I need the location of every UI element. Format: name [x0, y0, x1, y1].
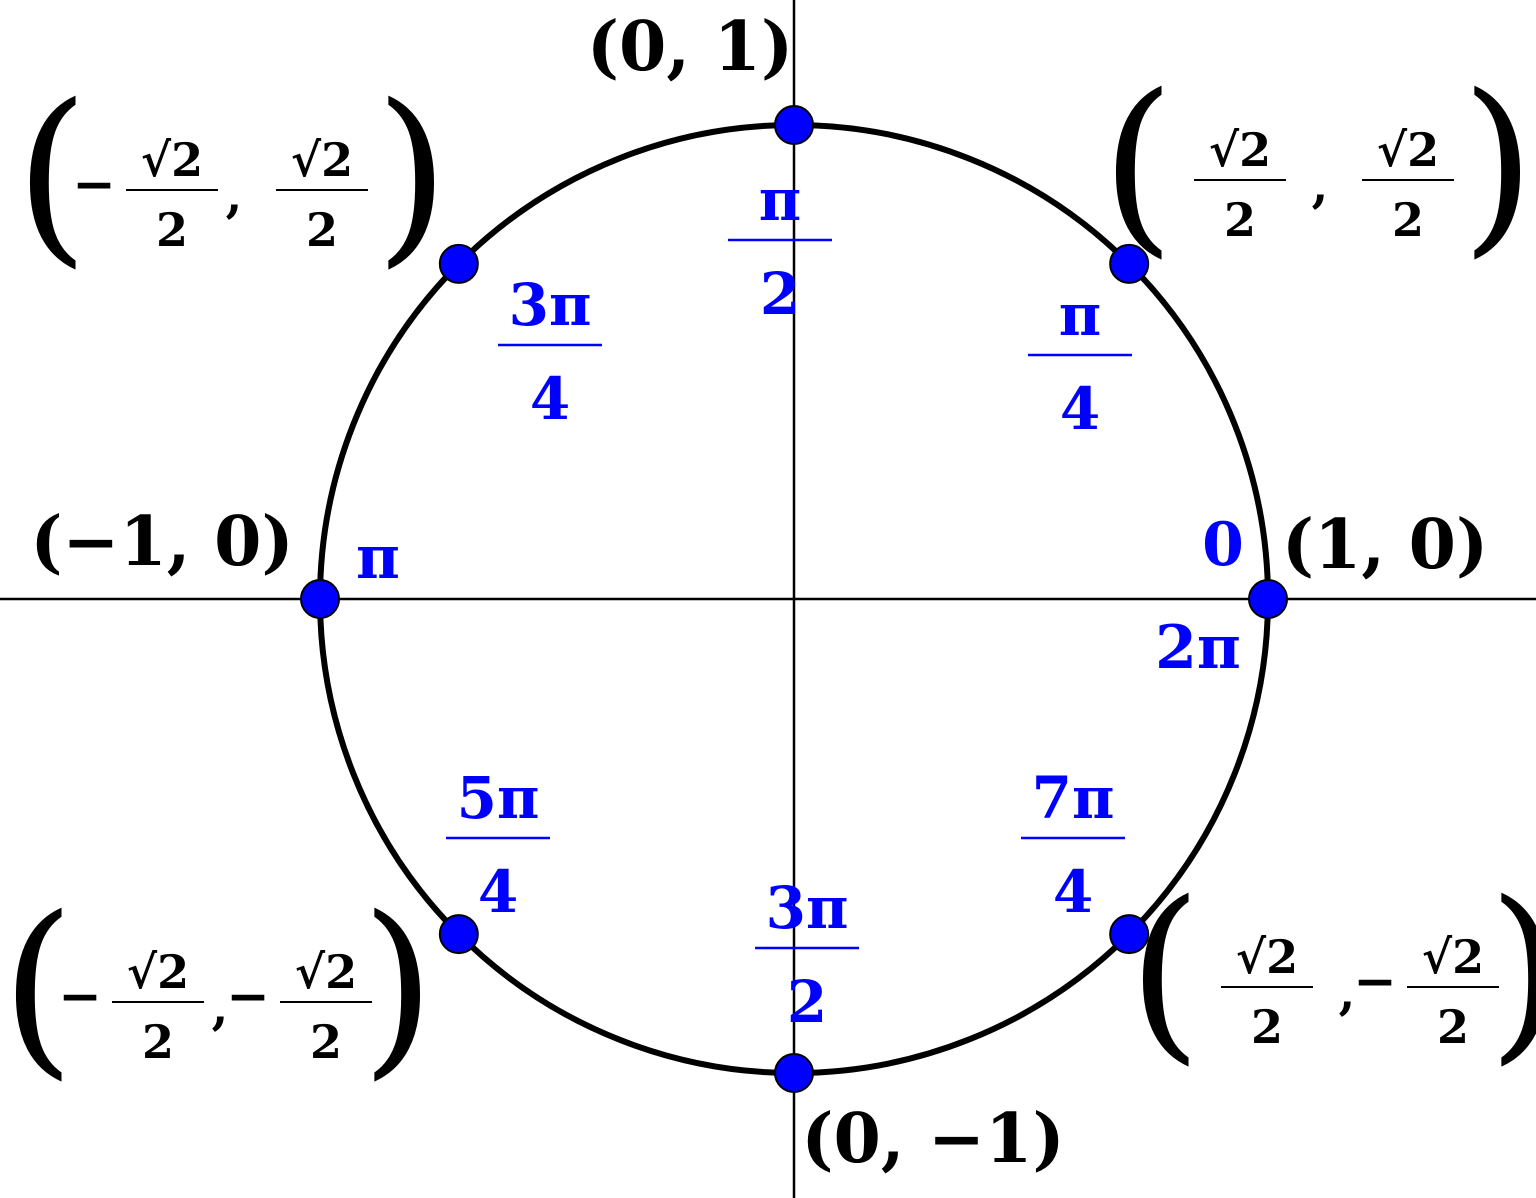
- coordinate-x-5pi-4-denominator: 2: [142, 1015, 174, 1069]
- point-0: [1248, 579, 1288, 619]
- angle-label-7pi-4: 7π4: [1021, 764, 1125, 926]
- coordinate-y-5pi-4-denominator: 2: [310, 1015, 342, 1069]
- angle-label-0: 0: [1202, 510, 1244, 580]
- coordinate-y-pi-4-numerator: √2: [1377, 123, 1439, 177]
- angle-label-pi-4: π4: [1028, 281, 1132, 443]
- angle-label-3pi-4: 3π4: [498, 271, 602, 433]
- coordinate-comma: ,: [1312, 158, 1329, 214]
- coordinate-y-7pi-4-numerator: √2: [1422, 930, 1484, 984]
- coordinate-y-5pi-4: −√2 2: [226, 945, 372, 1069]
- coordinate-x-5pi-4: −√2 2: [58, 945, 204, 1069]
- point-pi: [300, 579, 340, 619]
- coordinate-y-pi-4-denominator: 2: [1392, 193, 1424, 247]
- angle-label-7pi-4-numerator: 7π: [1032, 764, 1115, 832]
- coordinate-paren-left: (: [1101, 54, 1175, 275]
- point-pi-2: [774, 105, 814, 145]
- point-pi-4: [1109, 243, 1150, 284]
- angle-label-pi-2-denominator: 2: [760, 260, 800, 328]
- coordinate-y-3pi-4-numerator: √2: [291, 133, 353, 187]
- angle-label-3pi-4-denominator: 4: [530, 365, 570, 433]
- coordinate-y-7pi-4-denominator: 2: [1437, 1000, 1469, 1054]
- angle-label-pi-2: π2: [728, 166, 832, 328]
- coordinate-y-3pi-4-denominator: 2: [306, 203, 338, 257]
- coordinate-x-pi-4-denominator: 2: [1224, 193, 1256, 247]
- coordinate-paren-left: (: [1, 876, 75, 1097]
- angle-label-5pi-4: 5π4: [446, 764, 550, 926]
- angle-label-3pi-2-denominator: 2: [787, 968, 827, 1036]
- coordinate-paren-right: ): [1461, 54, 1535, 275]
- coordinate-label-pi: (−1, 0): [30, 502, 293, 582]
- coordinate-label-3pi-4: ()−√22,√22: [15, 64, 449, 285]
- coordinate-y-5pi-4-sign: −: [226, 966, 270, 1027]
- coordinate-label-7pi-4: ()√22,−√22: [1128, 861, 1536, 1082]
- coordinate-x-3pi-4-denominator: 2: [156, 203, 188, 257]
- angle-label-pi: π: [356, 523, 400, 593]
- angle-label-7pi-4-denominator: 4: [1053, 858, 1093, 926]
- coordinate-x-7pi-4: √22: [1221, 930, 1313, 1054]
- point-3pi-2: [774, 1053, 814, 1093]
- point-5pi-4: [438, 914, 479, 955]
- coordinate-y-pi-4: √22: [1362, 123, 1454, 247]
- coordinate-x-3pi-4: −√2 2: [72, 133, 218, 257]
- coordinate-label-5pi-4: ()−√22,−√22: [1, 876, 435, 1097]
- coordinate-x-3pi-4-sign: −: [72, 154, 116, 215]
- coordinate-comma: ,: [1339, 965, 1356, 1021]
- coordinate-paren-left: (: [15, 64, 89, 285]
- angle-label-3pi-2: 3π2: [755, 874, 859, 1036]
- angle-label-pi-4-numerator: π: [1059, 281, 1101, 349]
- coordinate-label-3pi-2: (0, −1): [801, 1099, 1064, 1179]
- angle-label-pi-4-denominator: 4: [1060, 375, 1100, 443]
- angle-label-pi-2-numerator: π: [759, 166, 801, 234]
- coordinate-y-5pi-4-numerator: √2: [295, 945, 357, 999]
- coordinate-y-7pi-4-sign: −: [1353, 951, 1397, 1012]
- angle-label-5pi-4-denominator: 4: [478, 858, 518, 926]
- points-layer: [300, 105, 1288, 1093]
- angle-label-5pi-4-numerator: 5π: [457, 764, 540, 832]
- coordinate-y-3pi-4: √22: [276, 133, 368, 257]
- coordinate-x-5pi-4-numerator: √2: [127, 945, 189, 999]
- coordinate-label-0: (1, 0): [1282, 505, 1488, 585]
- coordinate-label-pi-4: ()√22,√22: [1101, 54, 1535, 275]
- coordinate-x-7pi-4-denominator: 2: [1251, 1000, 1283, 1054]
- coordinate-x-3pi-4-numerator: √2: [141, 133, 203, 187]
- coordinate-y-7pi-4: −√2 2: [1353, 930, 1499, 1054]
- coordinate-comma: ,: [226, 168, 243, 224]
- coordinate-paren-right: ): [375, 64, 449, 285]
- coordinate-paren-right: ): [361, 876, 435, 1097]
- angle-label-3pi-4-numerator: 3π: [509, 271, 592, 339]
- coordinate-x-pi-4-numerator: √2: [1209, 123, 1271, 177]
- angle-label-3pi-2-numerator: 3π: [766, 874, 849, 942]
- coordinate-label-pi-2: (0, 1): [587, 7, 793, 87]
- coordinate-x-7pi-4-numerator: √2: [1236, 930, 1298, 984]
- coordinate-paren-left: (: [1128, 861, 1202, 1082]
- coordinate-paren-right: ): [1488, 861, 1536, 1082]
- coordinate-comma: ,: [212, 980, 229, 1036]
- angle-label-0-1: 2π: [1155, 613, 1241, 683]
- point-7pi-4: [1109, 914, 1150, 955]
- point-3pi-4: [438, 243, 479, 284]
- coordinate-x-pi-4: √22: [1194, 123, 1286, 247]
- coordinate-x-5pi-4-sign: −: [58, 966, 102, 1027]
